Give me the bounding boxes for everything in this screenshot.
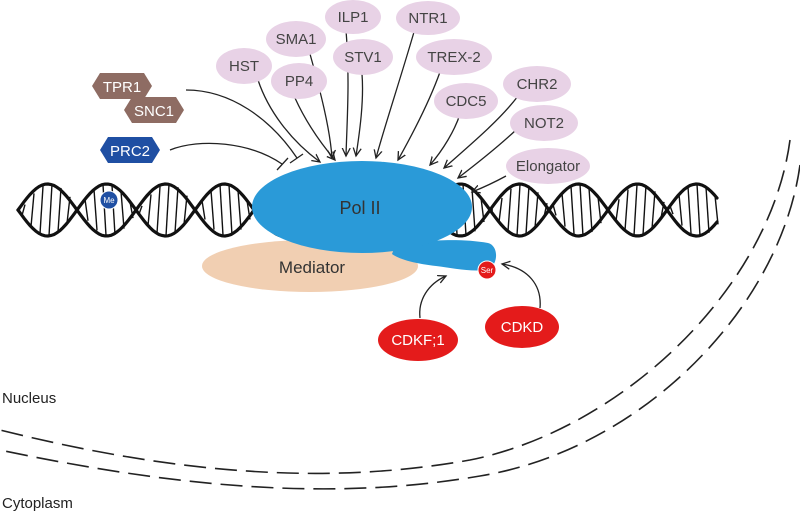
mediator-label: Mediator — [279, 258, 345, 277]
nucleus-label: Nucleus — [2, 390, 56, 407]
dna-base-pair — [696, 183, 701, 237]
regulator-sma1: SMA1 — [266, 21, 326, 57]
dna-base-pair — [210, 190, 215, 230]
dna-base-pair — [165, 183, 170, 237]
dna-base-pair — [561, 193, 566, 227]
dna-base-pair — [525, 185, 530, 235]
prc2-label: PRC2 — [110, 143, 150, 160]
dna-base-pair — [579, 184, 584, 236]
dna-base-pair — [156, 186, 161, 234]
dna-base-pair — [615, 199, 620, 221]
dna-base-pair — [174, 187, 179, 233]
nuclear-envelope — [0, 139, 800, 490]
tpr1-node: TPR1 — [92, 73, 152, 99]
dna-base-pair — [219, 184, 224, 236]
regulator-elongator: Elongator — [506, 148, 590, 184]
dna-base-pair — [705, 187, 710, 233]
ntr1-arrow — [376, 31, 415, 158]
cytoplasm-label: Cytoplasm — [2, 495, 73, 512]
regulator-ntr1: NTR1 — [396, 1, 460, 35]
dna-base-pair — [633, 184, 638, 236]
ser-label: Ser — [481, 266, 494, 275]
hst-arrow — [257, 79, 320, 162]
dna-base-pair — [120, 191, 125, 229]
dna-base-pair — [201, 200, 206, 220]
mediator-complex — [202, 240, 418, 292]
me-methylation-marker — [99, 190, 119, 210]
stv1-label: STV1 — [344, 49, 382, 66]
ntr1-label: NTR1 — [408, 10, 447, 27]
pol-ii-ctd-tail — [392, 240, 497, 271]
prc2-node: PRC2 — [100, 137, 160, 163]
kinase-cdkd: CDKD — [485, 306, 559, 348]
me-label: Me — [103, 196, 115, 205]
dna-base-pair — [678, 194, 683, 226]
trex2-label: TREX-2 — [427, 49, 480, 66]
regulator-trex2: TREX-2 — [416, 39, 492, 75]
dna-base-pair — [624, 189, 629, 231]
regulator-cdc5: CDC5 — [434, 83, 498, 119]
dna-base-pair — [84, 199, 89, 221]
dna-base-pair — [57, 187, 62, 233]
cdkf1-label: CDKF;1 — [391, 332, 444, 349]
dna-base-pair — [687, 186, 692, 234]
prc2-inhibition-bar — [276, 157, 289, 171]
dna-base-pair — [93, 189, 98, 231]
elongator-label: Elongator — [516, 158, 580, 175]
pp4-label: PP4 — [285, 73, 313, 90]
ser-phosphosite-marker — [477, 260, 497, 280]
regulator-not2: NOT2 — [510, 105, 578, 141]
tpr1-snc1-inhibition-bar — [289, 153, 304, 164]
cdkf1-arrow — [419, 276, 446, 319]
tpr1-label: TPR1 — [103, 79, 141, 96]
dna-base-pair — [570, 186, 575, 234]
kinase-cdkf1: CDKF;1 — [378, 319, 458, 361]
cdc5-label: CDC5 — [446, 93, 487, 110]
dna-base-pair — [651, 191, 656, 229]
regulator-hst: HST — [216, 48, 272, 84]
hst-label: HST — [229, 58, 259, 75]
dna-base-pair — [507, 188, 512, 232]
trex2-arrow — [398, 71, 441, 160]
ilp1-label: ILP1 — [338, 9, 369, 26]
dna-base-pair — [147, 194, 152, 226]
dna-base-pair — [30, 193, 35, 227]
prc2-inhibition-line — [169, 142, 283, 165]
dna-base-pair — [237, 190, 242, 230]
snc1-node: SNC1 — [124, 97, 184, 123]
dna-base-pair — [588, 187, 593, 233]
dna-base-pair — [498, 197, 503, 223]
elongator-arrow — [472, 175, 507, 192]
cdkd-arrow — [502, 264, 541, 309]
dna-base-pair — [48, 184, 53, 236]
not2-label: NOT2 — [524, 115, 564, 132]
dna-base-pair — [471, 188, 476, 232]
tpr1-snc1-inhibition-line — [185, 89, 298, 159]
snc1-label: SNC1 — [134, 103, 174, 120]
pol-ii-label: Pol II — [339, 198, 380, 218]
sma1-label: SMA1 — [276, 31, 317, 48]
dna-base-pair — [714, 195, 719, 225]
stv1-arrow — [356, 73, 364, 156]
chr2-arrow — [444, 95, 519, 168]
dna-base-pair — [642, 185, 647, 235]
regulator-ilp1: ILP1 — [325, 0, 381, 34]
regulator-chr2: CHR2 — [503, 66, 571, 102]
pol-ii-body — [252, 161, 472, 253]
dna-base-pair — [516, 184, 521, 236]
pp4-arrow — [294, 97, 335, 160]
not2-arrow — [458, 129, 517, 178]
dna-base-pair — [39, 186, 44, 234]
regulator-pp4: PP4 — [271, 63, 327, 99]
dna-base-pair — [534, 192, 539, 228]
cdkd-label: CDKD — [501, 319, 544, 336]
chr2-label: CHR2 — [517, 76, 558, 93]
regulator-stv1: STV1 — [333, 39, 393, 75]
pol-ii-complex — [252, 161, 497, 271]
dna-base-pair — [228, 184, 233, 236]
